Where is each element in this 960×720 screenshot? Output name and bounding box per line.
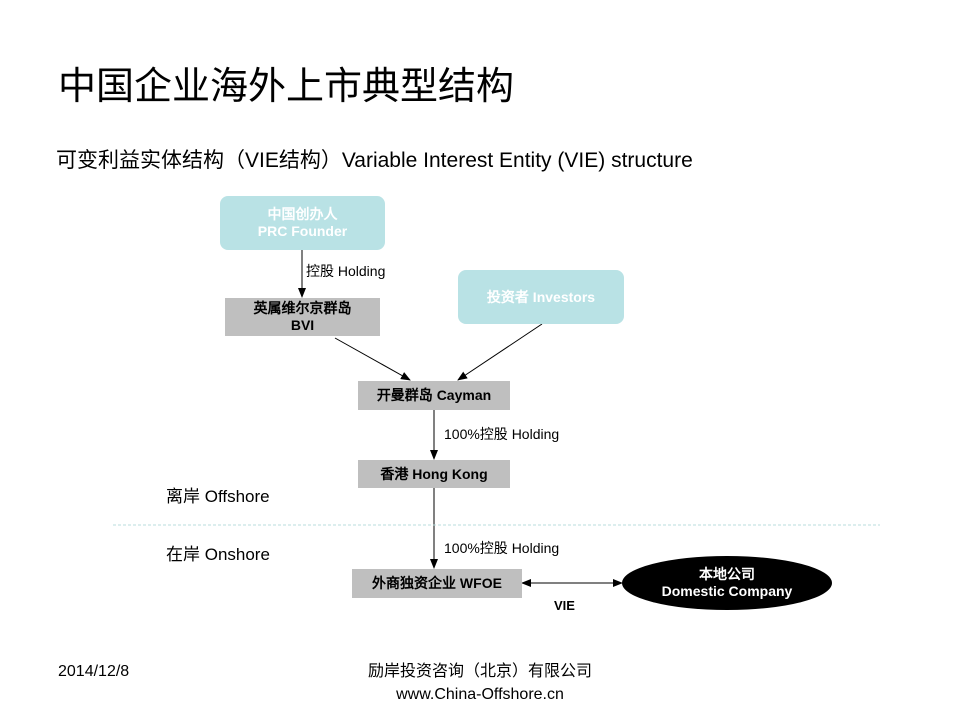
arrow-bvi-to-cayman <box>334 337 411 381</box>
node-investors: 投资者 Investors <box>458 270 624 324</box>
node-wfoe: 外商独资企业 WFOE <box>352 569 522 598</box>
node-cayman-label: 开曼群岛 Cayman <box>376 387 492 403</box>
node-domestic-company-en: Domestic Company <box>661 583 793 599</box>
node-bvi-cn: 英属维尔京群岛 <box>253 300 352 316</box>
edge-label-cayman-hk: 100%控股 Holding <box>444 426 560 442</box>
edge-label-founder-bvi: 控股 Holding <box>306 263 386 279</box>
node-cayman: 开曼群岛 Cayman <box>358 381 510 410</box>
zone-label-onshore: 在岸 Onshore <box>166 545 270 564</box>
node-domestic-company: 本地公司 Domestic Company <box>622 556 832 610</box>
zone-label-offshore: 离岸 Offshore <box>166 487 270 506</box>
node-wfoe-label: 外商独资企业 WFOE <box>372 575 502 591</box>
node-investors-label: 投资者 Investors <box>486 288 596 305</box>
footer-date: 2014/12/8 <box>58 663 130 680</box>
footer-url[interactable]: www.China-Offshore.cn <box>396 686 564 703</box>
arrow-investors-to-cayman <box>457 323 543 381</box>
page-title: 中国企业海外上市典型结构 <box>58 66 515 108</box>
node-prc-founder-cn: 中国创办人 <box>267 206 338 222</box>
page-subtitle: 可变利益实体结构（VIE结构）Variable Interest Entity … <box>56 149 693 172</box>
node-bvi-en: BVI <box>290 317 315 333</box>
node-hong-kong-label: 香港 Hong Kong <box>380 465 488 482</box>
node-prc-founder-en: PRC Founder <box>257 223 348 239</box>
node-bvi: 英属维尔京群岛 BVI <box>225 298 380 336</box>
footer-company: 励岸投资咨询（北京）有限公司 <box>367 663 592 680</box>
edge-label-hk-wfoe: 100%控股 Holding <box>444 540 560 556</box>
edge-label-vie: VIE <box>554 598 575 613</box>
node-prc-founder: 中国创办人 PRC Founder <box>220 196 385 250</box>
node-domestic-company-cn: 本地公司 <box>699 566 755 582</box>
node-hong-kong: 香港 Hong Kong <box>358 460 510 488</box>
